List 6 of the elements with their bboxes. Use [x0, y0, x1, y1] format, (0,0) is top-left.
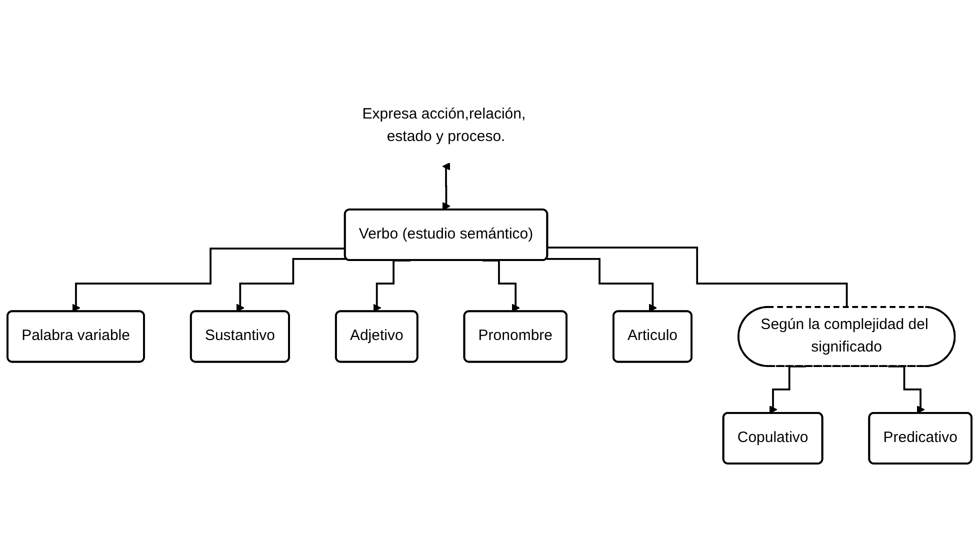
node-text: Expresa acción,relación, estado y proceso.	[362, 106, 526, 145]
arrow	[442, 162, 451, 210]
arrow	[236, 258, 346, 312]
arrow	[72, 248, 346, 312]
connector	[548, 246, 848, 308]
arrow	[546, 258, 658, 312]
